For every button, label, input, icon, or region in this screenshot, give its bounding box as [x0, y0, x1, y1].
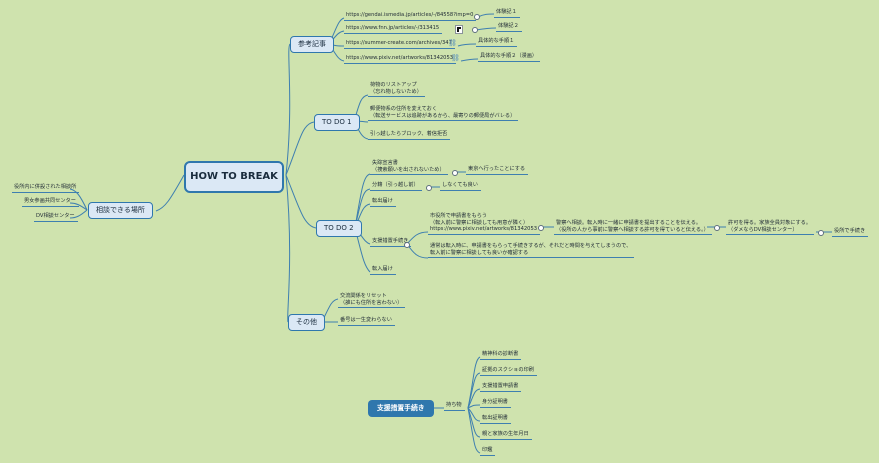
todo1-item-packing[interactable]: 荷物のリストアップ （忘れ物しないため） [368, 82, 425, 98]
belonging-item[interactable]: 印鑑 [480, 447, 496, 456]
text-line: 許可を得る。家族全員対象にする。 [728, 220, 812, 226]
support-sub-note[interactable]: 通常は転入時に、申請書をもらって手続きするが、それだと時間を与えてしまうので、 … [428, 243, 635, 259]
link-icon[interactable]: ⛓ [448, 39, 457, 47]
text-line: 市役所で申請書をもらう [430, 213, 488, 219]
text-line: 番号は一生変わらない [340, 317, 392, 323]
text-line: （ダメならDV相談センター） [728, 226, 798, 233]
reference-note-1[interactable]: 体験記１ [494, 9, 520, 18]
support-office-procedure[interactable]: 役所で手続き [832, 228, 869, 237]
todo2-item-movein[interactable]: 転入届け [370, 266, 396, 275]
branch-consult[interactable]: 相談できる場所 [88, 202, 153, 219]
floating-topic-support[interactable]: 支援措置手続き [368, 400, 434, 417]
reference-url-1[interactable]: https://gendai.ismedia.jp/articles/-/845… [344, 12, 477, 21]
support-police-consult[interactable]: 警察へ相談。転入時に一緒に申請書を提出することを伝える。 （役所の人から事前に警… [554, 220, 712, 236]
branch-other[interactable]: その他 [288, 314, 325, 331]
collapse-toggle-icon[interactable] [714, 225, 720, 231]
reference-url-2[interactable]: https://www.fnn.jp/articles/-/313415 [344, 25, 443, 34]
text-line: （役所の人から事前に警察へ相談する許可を得ていると伝える。） [556, 226, 709, 233]
todo1-item-block[interactable]: 引っ越したらブロック、着信拒否 [368, 131, 451, 140]
todo2-item-moveout[interactable]: 転出届け [370, 198, 396, 207]
todo2-lost-report-child[interactable]: 東京へ行ったことにする [466, 166, 529, 175]
collapse-toggle-icon[interactable] [404, 242, 410, 248]
branch-todo2[interactable]: TO DO 2 [316, 220, 362, 237]
text-line: 郵便物系の住所を変えておく [370, 106, 438, 112]
reference-url-3[interactable]: https://summer-create.com/archives/347 [344, 40, 455, 49]
belonging-item[interactable]: 証拠のスクショの印刷 [480, 367, 537, 376]
text-line: 失踪宣言書 [372, 160, 398, 166]
branch-todo1[interactable]: TO DO 1 [314, 114, 360, 131]
support-sub-application-form[interactable]: 市役所で申請書をもらう （転入前に警察に相談しても用意が隣く） https://… [428, 213, 541, 235]
todo2-item-separation[interactable]: 分籍（引っ越し前） [370, 182, 422, 191]
belonging-item[interactable]: 精神科の診断書 [480, 351, 522, 360]
consult-item-dv-center[interactable]: DV相談センター [34, 213, 78, 222]
root-node[interactable]: HOW TO BREAK [184, 161, 284, 193]
belonging-item[interactable]: 親と家族の生年月日 [480, 431, 532, 440]
collapse-toggle-icon[interactable] [538, 225, 544, 231]
text-line: 転入前に警察に相談しても良いか確認する [430, 249, 529, 256]
consult-item-office[interactable]: 役所内に併設された相談所 [12, 184, 80, 193]
text-line: https://www.pixiv.net/artworks/81342053 [430, 226, 538, 233]
collapse-toggle-icon[interactable] [474, 14, 480, 20]
text-line: 荷物のリストアップ [370, 82, 417, 88]
todo2-separation-child[interactable]: しなくても良い [440, 182, 481, 191]
text-line: （転送サービスは追跡があるから、最寄りの郵便局がバレる） [370, 112, 516, 119]
link-icon[interactable]: ⛓ [451, 54, 460, 62]
other-item-number[interactable]: 番号は一生変わらない [338, 317, 395, 326]
text-line: 交流関係をリセット [340, 293, 387, 299]
collapse-toggle-icon[interactable] [426, 185, 432, 191]
belonging-item[interactable]: 身分証明書 [480, 399, 511, 408]
reference-url-4[interactable]: https://www.pixiv.net/artworks/81342053 [344, 55, 457, 64]
todo1-item-mail-address[interactable]: 郵便物系の住所を変えておく （転送サービスは追跡があるから、最寄りの郵便局がバレ… [368, 106, 519, 122]
belonging-item[interactable]: 転出証明書 [480, 415, 511, 424]
text-line: 警察へ相談。転入時に一緒に申請書を提出することを伝える。 [556, 220, 702, 226]
todo2-item-lost-report[interactable]: 失踪宣言書 （捜索願いを出されないため） [370, 160, 448, 176]
text-line: （誰にも住所を言わない） [340, 299, 403, 306]
reference-note-3[interactable]: 具体的な手順１ [476, 38, 518, 47]
reference-note-4[interactable]: 具体的な手順２（漫画） [478, 53, 541, 62]
text-line: （転入前に警察に相談しても用意が隣く） [430, 219, 529, 226]
collapse-toggle-icon[interactable] [452, 170, 458, 176]
support-permission[interactable]: 許可を得る。家族全員対象にする。 （ダメならDV相談センター） [726, 220, 815, 236]
text-line: （忘れ物しないため） [370, 88, 422, 95]
text-line: 引っ越したらブロック、着信拒否 [370, 131, 448, 137]
text-line: （捜索願いを出されないため） [372, 166, 445, 173]
belongings-group[interactable]: 持ち物 [444, 402, 465, 411]
text-line: 通常は転入時に、申請書をもらって手続きするが、それだと時間を与えてしまうので、 [430, 243, 632, 249]
reference-note-2[interactable]: 体験記２ [496, 23, 522, 32]
collapse-toggle-icon[interactable] [818, 230, 824, 236]
other-item-reset[interactable]: 交流関係をリセット （誰にも住所を言わない） [338, 293, 406, 309]
branch-references[interactable]: 参考記事 [290, 36, 334, 53]
consult-item-gender-center[interactable]: 男女参画共同センター [22, 198, 79, 207]
belonging-item[interactable]: 支援措置申請書 [480, 383, 522, 392]
todo2-item-support[interactable]: 支援措置手続き [370, 238, 412, 247]
collapse-toggle-icon[interactable] [472, 27, 478, 33]
flag-icon [455, 25, 463, 34]
